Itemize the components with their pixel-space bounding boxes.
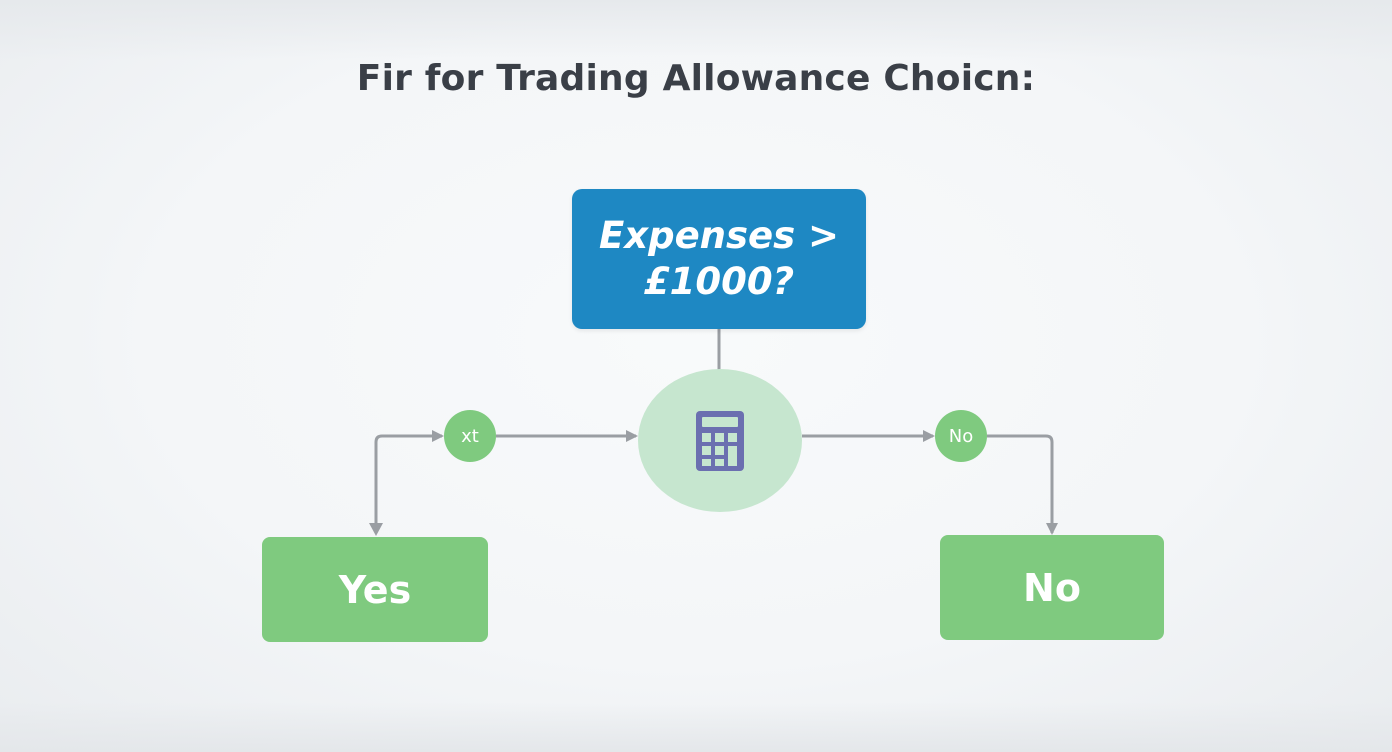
branch-label-left: xt [461,425,479,447]
branch-label-right: No [948,425,974,447]
decision-node: Expenses > £1000? [572,189,866,329]
outcome-no: No [940,535,1164,640]
outcome-yes-label: Yes [338,567,412,612]
bottom-shade [0,702,1392,752]
connector-yes-left-node [374,430,444,527]
outcome-yes: Yes [262,537,488,642]
branch-node-left: xt [444,410,496,462]
diagram-title: Fir for Trading Allowance Choicn: [356,58,1036,99]
branch-node-right: No [935,410,987,462]
connector-right-node-no [987,434,1058,535]
decision-line-2: £1000? [643,260,795,303]
decision-line-1: Expenses > [598,214,840,257]
outcome-no-label: No [1023,565,1081,610]
calculator-hub [638,369,802,512]
calculator-icon [696,410,744,471]
arrowhead-yes [369,523,383,536]
top-shade [0,0,1392,60]
